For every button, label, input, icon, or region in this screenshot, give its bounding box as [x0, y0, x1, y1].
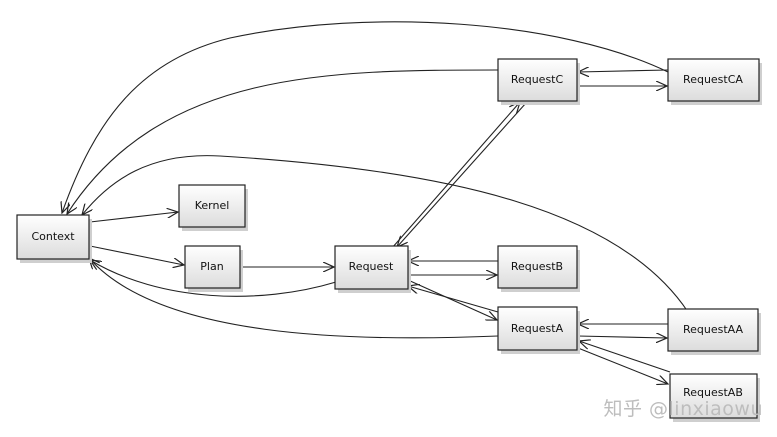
edges: [62, 21, 689, 384]
node-kernel: Kernel: [178, 184, 248, 231]
edge-requestca-to-requestc: [578, 70, 669, 72]
edge-request-to-context: [90, 260, 337, 297]
node-requestb: RequestB: [497, 245, 580, 292]
edge-requestab-to-requesta: [579, 341, 671, 373]
node-requestaa: RequestAA: [667, 308, 761, 355]
node-requesta: RequestA: [497, 306, 580, 354]
node-plan: Plan: [184, 245, 243, 292]
node-requestca-label: RequestCA: [683, 73, 743, 86]
node-requesta-label: RequestA: [511, 322, 564, 335]
node-requestb-label: RequestB: [511, 260, 563, 273]
edge-requestca-to-context: [62, 21, 669, 213]
node-requestab: RequestAB: [669, 373, 760, 422]
edge-requestc-to-context: [67, 69, 499, 214]
node-request: Request: [334, 245, 411, 293]
edge-request-to-requesta: [407, 279, 497, 320]
edge-requestc-to-request: [397, 102, 527, 247]
edge-requestaa-to-context: [82, 155, 689, 313]
node-request-label: Request: [349, 260, 394, 273]
node-requestab-label: RequestAB: [683, 386, 743, 399]
edge-requesta-to-context: [89, 258, 499, 339]
edge-request-to-requestc: [391, 102, 520, 249]
node-context: Context: [16, 214, 92, 263]
edge-context-to-kernel: [89, 212, 178, 223]
node-requestc-label: RequestC: [511, 73, 564, 86]
edge-requesta-to-requestab: [577, 347, 668, 384]
node-kernel-label: Kernel: [195, 199, 230, 212]
edge-requesta-to-request: [408, 286, 499, 313]
node-context-label: Context: [31, 230, 75, 243]
edge-context-to-plan: [89, 245, 184, 265]
node-plan-label: Plan: [200, 260, 223, 273]
edge-requesta-to-requestaa: [577, 336, 667, 338]
watermark-text: 知乎 @linxiaowu: [603, 398, 763, 420]
node-requestaa-label: RequestAA: [683, 323, 744, 336]
node-requestca: RequestCA: [667, 58, 762, 105]
node-requestc: RequestC: [497, 58, 580, 105]
